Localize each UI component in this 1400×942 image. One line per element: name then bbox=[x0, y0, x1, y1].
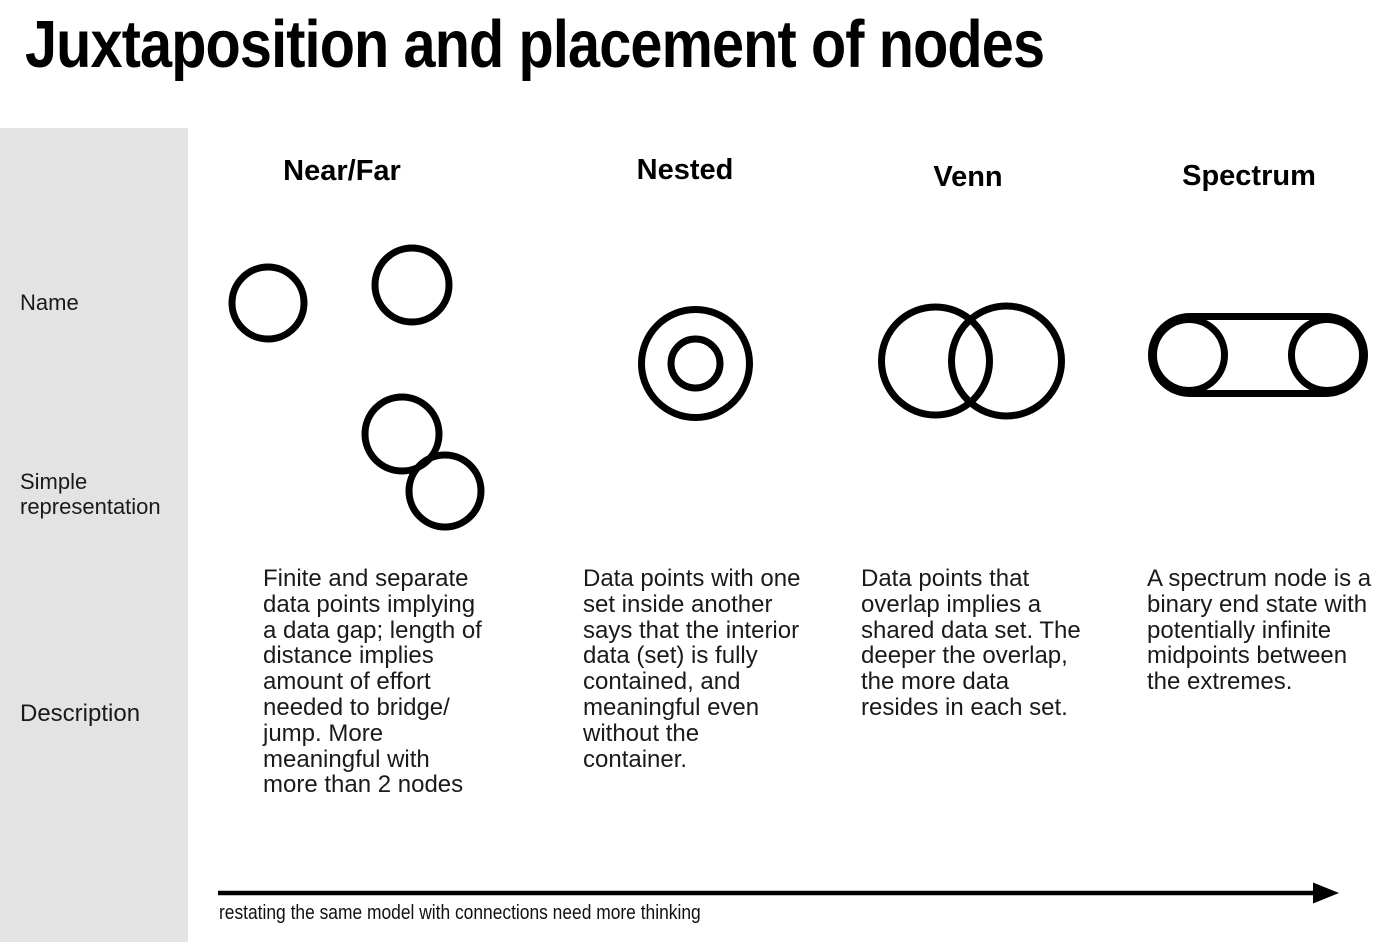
page-title: Juxtaposition and placement of nodes bbox=[25, 7, 1045, 82]
nested-circles-icon bbox=[625, 295, 770, 435]
right-end-circle bbox=[1288, 316, 1366, 394]
nearfar-circles-icon bbox=[220, 238, 490, 538]
right-arrow-icon bbox=[215, 880, 1345, 913]
right-circle bbox=[948, 302, 1065, 420]
outer-circle bbox=[638, 306, 753, 421]
row-label-description: Description bbox=[20, 700, 141, 727]
column-header-near-far: Near/Far bbox=[283, 155, 401, 187]
node-circle bbox=[371, 244, 453, 326]
venn-circles-icon bbox=[870, 295, 1080, 430]
description-nested: Data points with one set inside another … bbox=[583, 565, 801, 773]
capsule-outline bbox=[1148, 313, 1368, 397]
description-near-far: Finite and separate data points implying… bbox=[263, 565, 482, 799]
left-end-circle bbox=[1150, 316, 1228, 394]
inner-circle bbox=[667, 335, 724, 392]
description-spectrum: A spectrum node is a binary end state wi… bbox=[1147, 565, 1372, 696]
arrow-caption: restating the same model with connection… bbox=[219, 902, 701, 924]
column-header-spectrum: Spectrum bbox=[1182, 160, 1316, 192]
spectrum-capsule-icon bbox=[1140, 305, 1380, 405]
row-label-sidebar: Name Simple representation Description bbox=[0, 128, 188, 942]
row-label-simple-representation: Simple representation bbox=[20, 469, 161, 519]
node-circle bbox=[361, 393, 443, 475]
node-circle bbox=[405, 451, 485, 531]
left-circle bbox=[878, 303, 993, 419]
row-label-name: Name bbox=[20, 290, 79, 315]
description-venn: Data points that overlap implies a share… bbox=[861, 565, 1081, 721]
column-header-venn: Venn bbox=[933, 161, 1003, 193]
node-circle bbox=[228, 263, 308, 343]
column-header-nested: Nested bbox=[636, 154, 734, 186]
